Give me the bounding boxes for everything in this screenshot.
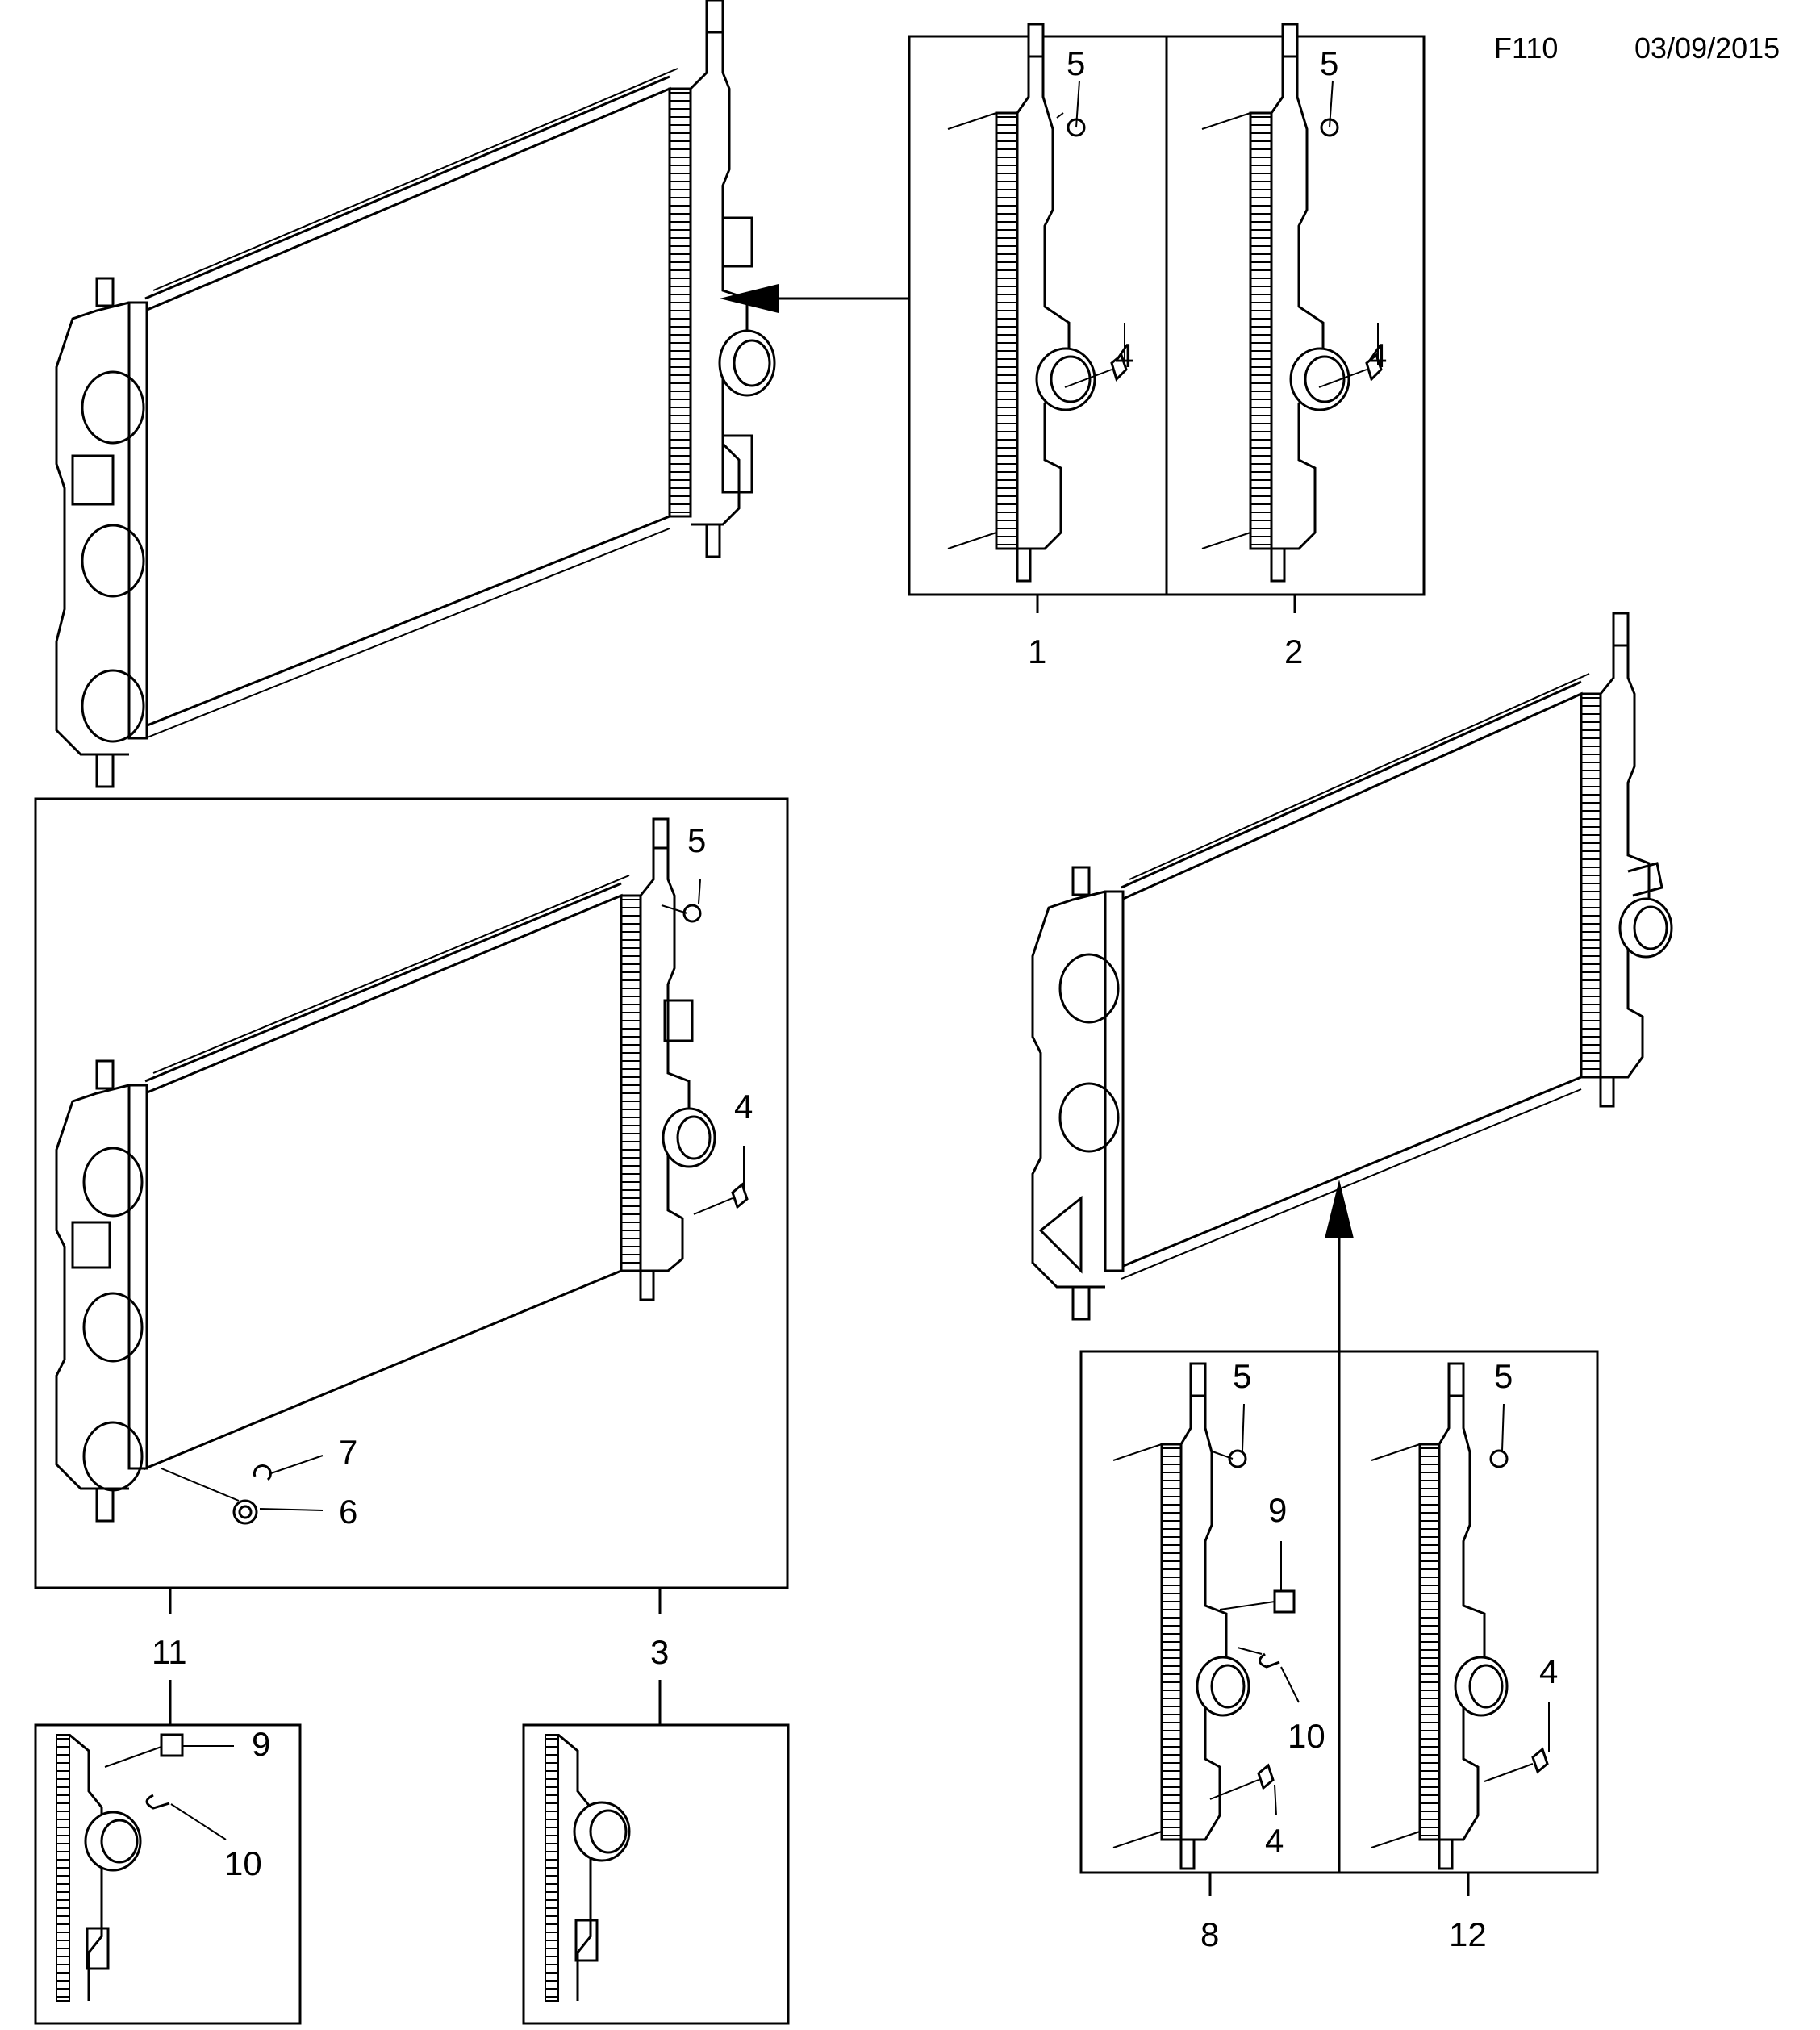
variant-label-8: 8: [1200, 1915, 1219, 1953]
radiator-main-top: [55, 0, 776, 788]
variant-box-3-11: 5 4 6 7 11 3: [34, 797, 789, 1725]
callout-box12-4: 4: [1539, 1652, 1558, 1690]
variant-box-3: [522, 1723, 790, 2025]
variant-box-8-12: 5 9 10 4 5 4 8: [1079, 1350, 1599, 1953]
pointer-arrow-to-main: [720, 284, 909, 313]
variant-box-11: 9 10: [34, 1723, 302, 2025]
callout-box1-bottom: 4: [1115, 336, 1133, 374]
callout-box11-10: 10: [224, 1844, 262, 1882]
callout-main-5: 5: [687, 821, 706, 859]
callout-box8-4: 4: [1265, 1822, 1284, 1860]
callout-main-7: 7: [339, 1433, 357, 1471]
callout-box2-top: 5: [1320, 44, 1338, 82]
diagram-date: 03/09/2015: [1634, 31, 1780, 65]
callout-box8-9: 9: [1268, 1491, 1287, 1529]
radiator-right: [1031, 612, 1673, 1321]
callout-box12-5: 5: [1494, 1357, 1513, 1395]
callout-box8-10: 10: [1288, 1717, 1325, 1755]
callout-box2-bottom: 4: [1368, 336, 1387, 374]
callout-box11-9: 9: [252, 1725, 270, 1763]
pointer-arrow-to-right-radiator: [1325, 1180, 1354, 1351]
variant-label-1: 1: [1028, 633, 1046, 670]
callout-box8-5: 5: [1233, 1357, 1251, 1395]
callout-box1-top: 5: [1067, 44, 1085, 82]
variant-label-11: 11: [152, 1633, 187, 1671]
callout-main-4: 4: [734, 1088, 753, 1126]
variant-label-12: 12: [1449, 1915, 1487, 1953]
variant-label-3: 3: [650, 1633, 669, 1671]
variant-label-2: 2: [1284, 633, 1303, 670]
variant-box-1-2: 5 4 5 4 1 2: [908, 23, 1426, 670]
diagram-code: F110: [1494, 31, 1558, 65]
callout-main-6: 6: [339, 1493, 357, 1531]
